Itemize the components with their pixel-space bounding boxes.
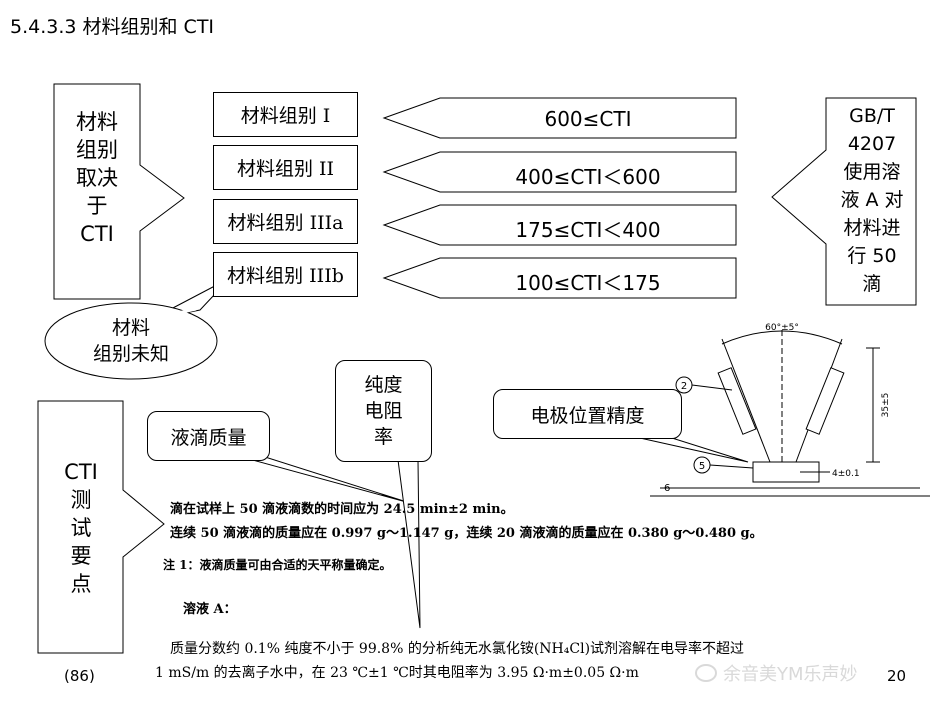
right-box-line: 4207 [847, 133, 897, 155]
bubble-line: 组别未知 [92, 343, 169, 365]
page-title: 5.4.3.3 材料组别和 CTI [10, 16, 215, 38]
value-arrow-1 [382, 97, 737, 139]
bubble-line: 材料 [111, 317, 150, 339]
right-box-line: 行 50 [847, 245, 897, 267]
standard-note: 注 1：液滴质量可由合适的天平称量确定。 [163, 558, 392, 572]
value-arrow-4 [382, 257, 737, 299]
watermark-text: 余音美YM乐声妙 [723, 664, 858, 685]
callout-tail-resistivity [397, 459, 421, 629]
bubble-unknown-shape [44, 302, 218, 380]
wechat-icon [695, 664, 717, 682]
standard-line-3: 质量分数约 0.1% 纯度不小于 99.8% 的分析纯无水氯化铵(NH₄Cl)试… [170, 641, 745, 657]
callout-resistivity-line: 纯度 [364, 374, 403, 396]
diagram-label-2: 2 [681, 381, 687, 392]
group-box-1: 材料组别 I [213, 92, 358, 137]
diagram-label-height: 35±5 [881, 393, 891, 418]
test-box-line: 测 [70, 488, 92, 512]
left-arrow-shape [53, 83, 185, 300]
test-box-line: CTI [64, 460, 98, 484]
callout-resistivity-line: 电阻 [364, 400, 403, 422]
left-box-line: 于 [86, 194, 108, 218]
right-box-line: 使用溶 [843, 161, 901, 183]
range-value-2: 400≤CTI＜600 [515, 165, 661, 189]
diagram-label-5: 5 [699, 461, 705, 472]
test-box-text: CTI 测 试 要 点 [42, 458, 120, 598]
slide-number: 20 [887, 667, 907, 685]
right-arrow-shape [771, 97, 917, 306]
test-box-line: 点 [70, 572, 92, 596]
test-box-line: 试 [70, 516, 92, 540]
value-arrow-2 [382, 151, 737, 193]
callout-tail-drop [237, 455, 411, 504]
right-box-line: GB/T [849, 105, 895, 127]
electrode-diagram [650, 330, 930, 497]
page-number: (86) [64, 667, 95, 685]
standard-line-4: 1 mS/m 的去离子水中，在 23 ℃±1 ℃时其电阻率为 3.95 Ω·m±… [155, 665, 639, 681]
group-box-2: 材料组别 II [213, 145, 358, 190]
test-arrow-shape [37, 400, 165, 654]
right-box-line: 滴 [862, 273, 882, 295]
diagram-label-width: 4±0.1 [832, 469, 860, 479]
standard-solution: 溶液 A： [183, 602, 237, 617]
right-box-line: 液 A 对 [840, 189, 904, 211]
left-box-text: 材料 组别 取决 于 CTI [58, 108, 136, 248]
standard-line-2: 连续 50 滴液滴的质量应在 0.997 g～1.147 g，连续 20 滴液滴… [170, 526, 763, 541]
right-box-line: 材料进 [843, 217, 901, 239]
callout-tail-electrode [639, 437, 749, 463]
left-box-line: 材料 [76, 110, 118, 134]
group-box-4: 材料组别 IIIb [213, 252, 358, 297]
left-box-line: 取决 [76, 166, 118, 190]
left-box-line: CTI [80, 222, 114, 246]
diagram-label-angle: 60°±5° [765, 323, 799, 333]
left-box-line: 组别 [76, 138, 118, 162]
diagram-label-6: 6 [664, 483, 670, 494]
unknown-bubble-text: 材料 组别未知 [60, 315, 202, 367]
callout-electrode: 电极位置精度 [493, 389, 682, 439]
callout-resistivity: 纯度 电阻 率 [335, 360, 432, 462]
value-arrow-3 [382, 204, 737, 246]
right-box-text: GB/T 4207 使用溶 液 A 对 材料进 行 50 滴 [830, 102, 914, 298]
watermark: 余音美YM乐声妙 [695, 660, 858, 686]
group-box-3: 材料组别 IIIa [213, 199, 358, 244]
callout-drop-mass: 液滴质量 [147, 411, 270, 461]
callout-resistivity-line: 率 [373, 426, 393, 448]
test-box-line: 要 [70, 544, 92, 568]
range-value-4: 100≤CTI＜175 [515, 271, 661, 295]
standard-line-1: 滴在试样上 50 滴液滴数的时间应为 24.5 min±2 min。 [170, 502, 514, 517]
range-value-1: 600≤CTI [544, 107, 632, 131]
range-value-3: 175≤CTI＜400 [515, 218, 661, 242]
